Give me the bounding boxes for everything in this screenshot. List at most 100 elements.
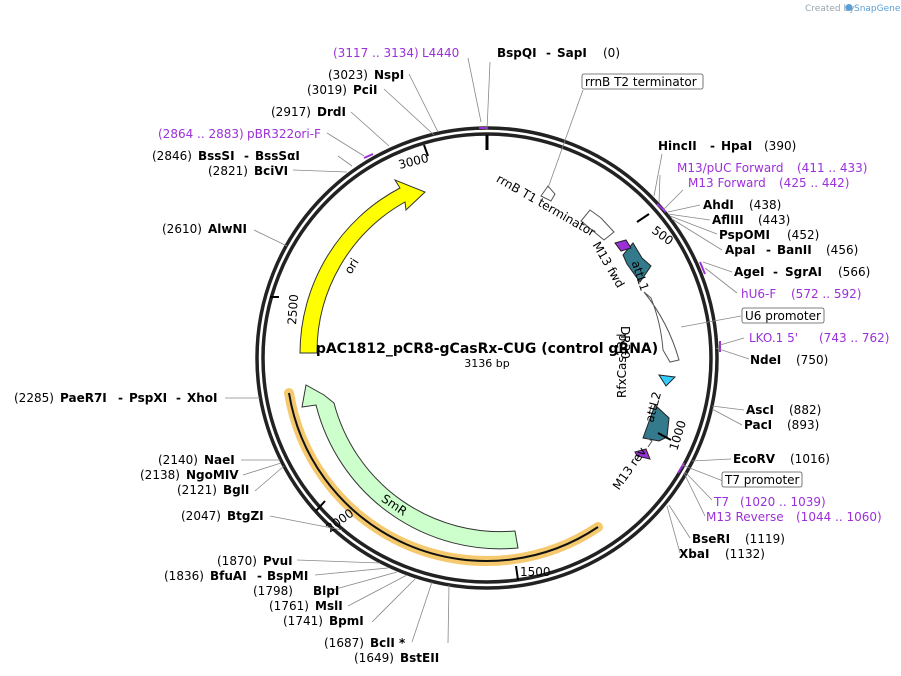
svg-text:BseRI: BseRI xyxy=(692,532,730,546)
m13-fwd-feature-icon[interactable] xyxy=(614,239,632,252)
svg-text:NgoMIV: NgoMIV xyxy=(186,468,239,482)
svg-text:(2285): (2285) xyxy=(14,391,54,405)
site-label-agei[interactable]: AgeI - SgrAI (566) xyxy=(734,265,870,279)
site-label-paer7i[interactable]: (2285) PaeR7I - PspXI - XhoI xyxy=(14,391,218,405)
site-label-bgli[interactable]: (2121) BglI xyxy=(177,483,249,497)
site-label-bspqi[interactable]: BspQI - SapI (0) xyxy=(497,46,620,60)
site-label-bsteii[interactable]: (1649) BstEII xyxy=(354,651,439,665)
scale-label-3000: 3000 xyxy=(397,151,430,172)
primer-label-m13-reverse[interactable]: M13 Reverse (1044 .. 1060) xyxy=(706,510,882,524)
attL2-arrow-icon[interactable] xyxy=(642,404,670,442)
credit-prefix: Created by xyxy=(805,4,855,14)
svg-text:(2917): (2917) xyxy=(271,105,311,119)
svg-text:(743 .. 762): (743 .. 762) xyxy=(819,331,889,345)
svg-text:PspOMI: PspOMI xyxy=(719,228,770,242)
boxed-label-u6-text: U6 promoter xyxy=(745,309,821,323)
boxed-label-rrnb-t2-text: rrnB T2 terminator xyxy=(585,75,697,89)
site-label-ahdi[interactable]: AhdI (438) xyxy=(703,198,781,212)
boxed-label-u6[interactable]: U6 promoter xyxy=(741,307,825,324)
scale-label-1000: 1000 xyxy=(667,419,689,452)
site-label-blpi[interactable]: (1798) BlpI xyxy=(253,584,339,598)
svg-text:SapI: SapI xyxy=(557,46,587,60)
svg-text:PspXI: PspXI xyxy=(129,391,167,405)
site-label-pvui[interactable]: (1870) PvuI xyxy=(217,554,293,568)
site-label-bcivi[interactable]: (2821) BciVI xyxy=(208,164,288,178)
site-label-bseri[interactable]: BseRI (1119) xyxy=(692,532,785,546)
primer-label-pbr322ori[interactable]: (2864 .. 2883) pBR322ori-F xyxy=(158,127,321,141)
site-label-ndei[interactable]: NdeI (750) xyxy=(750,353,828,367)
ori-feature-arrow[interactable] xyxy=(299,178,426,354)
site-label-alwni[interactable]: (2610) AlwNI xyxy=(162,222,247,236)
svg-text:(452): (452) xyxy=(787,228,819,242)
svg-text:pBR322ori-F: pBR322ori-F xyxy=(247,127,321,141)
site-label-btgzi[interactable]: (2047) BtgZI xyxy=(181,509,264,523)
svg-text:(572 .. 592): (572 .. 592) xyxy=(791,287,861,301)
svg-text:(1870): (1870) xyxy=(217,554,257,568)
primer-label-lko1[interactable]: LKO.1 5' (743 .. 762) xyxy=(749,331,889,345)
svg-text:M13 Forward: M13 Forward xyxy=(688,176,766,190)
site-label-drdi[interactable]: (2917) DrdI xyxy=(271,105,346,119)
svg-text:BstEII: BstEII xyxy=(400,651,439,665)
dr30-feature-icon[interactable] xyxy=(658,374,677,387)
site-label-bcli[interactable]: (1687) BclI * xyxy=(324,636,406,650)
site-label-bsssi[interactable]: (2846) BssSI - BssSαI xyxy=(152,149,300,163)
site-label-hincii[interactable]: HincII - HpaI (390) xyxy=(658,139,796,153)
primer-label-m13-forward[interactable]: M13 Forward (425 .. 442) xyxy=(688,176,849,190)
site-label-bpmi[interactable]: (1741) BpmI xyxy=(283,614,364,628)
site-label-apai[interactable]: ApaI - BanII (456) xyxy=(725,243,858,257)
svg-text:(1687): (1687) xyxy=(324,636,364,650)
svg-text:NaeI: NaeI xyxy=(204,453,235,467)
rrnb-t2-feature-icon[interactable] xyxy=(540,185,556,202)
plasmid-name: pAC1812_pCR8-gCasRx-CUG (control gRNA) xyxy=(316,341,658,357)
boxed-label-t7[interactable]: T7 promoter xyxy=(721,471,803,488)
svg-text:(2610): (2610) xyxy=(162,222,202,236)
t7-promoter-feature-icon xyxy=(644,436,653,448)
svg-text:PciI: PciI xyxy=(353,83,378,97)
site-label-bfuai[interactable]: (1836) BfuAI - BspMI xyxy=(164,569,308,583)
site-label-asci[interactable]: AscI (882) xyxy=(746,403,821,417)
svg-text:-: - xyxy=(244,149,249,163)
svg-text:AhdI: AhdI xyxy=(703,198,734,212)
smr-feature-arrow[interactable] xyxy=(284,384,603,567)
svg-text:(2047): (2047) xyxy=(181,509,221,523)
site-label-pspomi[interactable]: PspOMI (452) xyxy=(719,228,819,242)
site-label-paci[interactable]: PacI (893) xyxy=(744,418,819,432)
primer-label-m13-puc-forward[interactable]: M13/pUC Forward (411 .. 433) xyxy=(677,161,867,175)
u6-feature-arrow[interactable] xyxy=(643,291,680,363)
svg-text:(1836): (1836) xyxy=(164,569,204,583)
svg-text:(566): (566) xyxy=(838,265,870,279)
svg-text:(3117 .. 3134): (3117 .. 3134) xyxy=(333,46,419,60)
primer-label-hu6f[interactable]: hU6-F (572 .. 592) xyxy=(741,287,861,301)
site-label-naei[interactable]: (2140) NaeI xyxy=(158,453,235,467)
rrnb-t1-feature-arrow[interactable] xyxy=(580,209,615,241)
plasmid-size: 3136 bp xyxy=(464,357,509,370)
site-label-msli[interactable]: (1761) MslI xyxy=(269,599,343,613)
svg-text:(1741): (1741) xyxy=(283,614,323,628)
svg-text:(425 .. 442): (425 .. 442) xyxy=(779,176,849,190)
m13-rev-feature-icon[interactable] xyxy=(634,448,651,460)
svg-text:(2140): (2140) xyxy=(158,453,198,467)
boxed-label-t7-text: T7 promoter xyxy=(724,473,800,487)
site-label-pcii[interactable]: (3019) PciI xyxy=(307,83,378,97)
site-label-xbai[interactable]: XbaI (1132) xyxy=(679,547,765,561)
scale-tick-500 xyxy=(636,213,650,223)
scale-tick-3000 xyxy=(423,144,429,157)
svg-text:(1119): (1119) xyxy=(745,532,785,546)
site-label-ecorv[interactable]: EcoRV (1016) xyxy=(733,452,830,466)
primer-label-l4440[interactable]: (3117 .. 3134) L4440 xyxy=(333,46,459,60)
boxed-label-rrnb-t2[interactable]: rrnB T2 terminator xyxy=(581,73,704,90)
scale-label-500: 500 xyxy=(649,223,676,248)
site-label-ngomiv[interactable]: (2138) NgoMIV xyxy=(140,468,239,482)
site-label-afliii[interactable]: AflIII (443) xyxy=(712,213,790,227)
svg-text:NspI: NspI xyxy=(374,68,404,82)
primer-label-t7[interactable]: T7 (1020 .. 1039) xyxy=(713,495,826,509)
svg-text:LKO.1 5': LKO.1 5' xyxy=(749,331,798,345)
attL1-arrow-icon[interactable] xyxy=(622,242,652,283)
label-dr30: DR30 xyxy=(618,326,632,359)
svg-text:XhoI: XhoI xyxy=(187,391,218,405)
svg-text:BclI *: BclI * xyxy=(370,636,406,650)
primer-mark-m13-forward xyxy=(656,203,667,213)
site-label-nspi[interactable]: (3023) NspI xyxy=(328,68,404,82)
svg-text:SgrAI: SgrAI xyxy=(785,265,822,279)
